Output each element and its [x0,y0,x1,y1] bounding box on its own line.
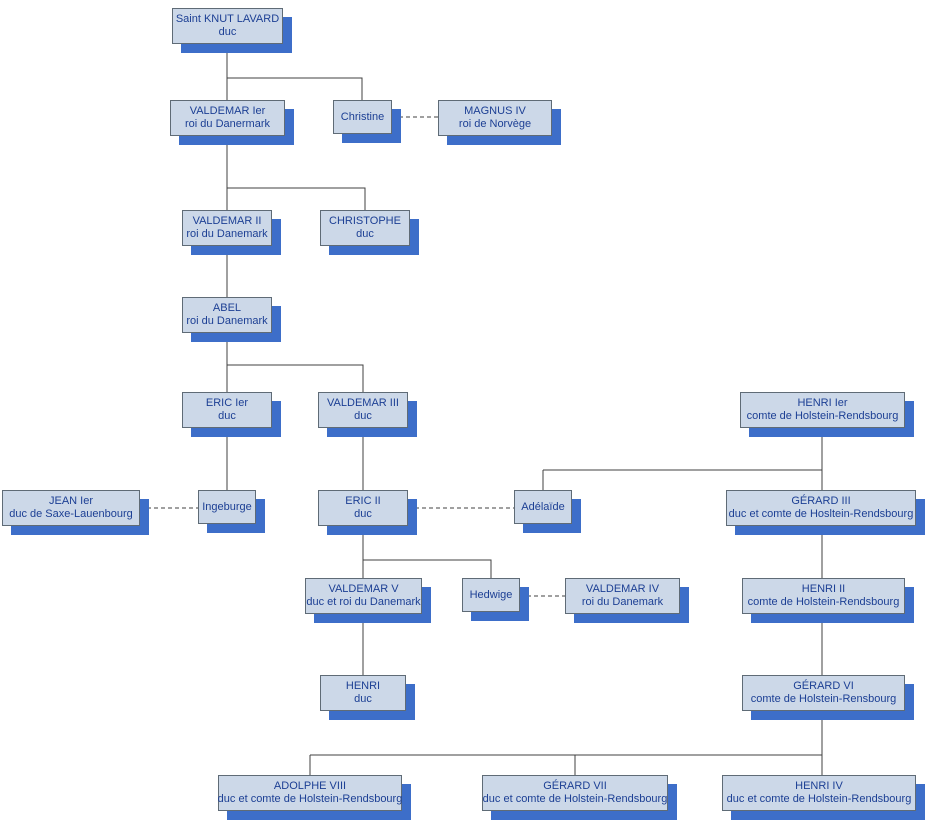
person-name: VALDEMAR IV [585,583,660,595]
person-title: duc [218,410,236,422]
person-title: comte de Holstein-Rendsbourg [746,410,899,422]
person-name: ERIC Ier [205,397,249,409]
person-name: VALDEMAR II [192,215,262,227]
person-title: duc et roi du Danemark [306,596,421,608]
person-title: roi du Danemark [186,228,268,240]
person-title: roi de Norvège [458,118,532,130]
person-name: VALDEMAR Ier [189,105,266,117]
node-knut-lavard[interactable]: Saint KNUT LAVARD duc [172,8,283,44]
person-title: duc [354,508,372,520]
person-name: HENRI II [801,583,846,595]
person-name: GÉRARD VII [543,780,607,792]
node-adolphe-8[interactable]: ADOLPHE VIII duc et comte de Holstein-Re… [218,775,402,811]
person-name: Christine [340,110,385,123]
connector-henri1-to-children [542,428,823,490]
node-eric-1[interactable]: ERIC Ier duc [182,392,272,428]
person-name: Adélaïde [521,500,565,513]
person-name: Saint KNUT LAVARD [175,13,280,25]
person-title: duc [356,228,374,240]
node-valdemar-1[interactable]: VALDEMAR Ier roi du Danermark [170,100,285,136]
node-henri-1[interactable]: HENRI Ier comte de Holstein-Rendsbourg [740,392,905,428]
node-valdemar-4[interactable]: VALDEMAR IV roi du Danemark [565,578,680,614]
person-title: comte de Holstein-Rendsbourg [747,596,900,608]
node-valdemar-2[interactable]: VALDEMAR II roi du Danemark [182,210,272,246]
person-title: comte de Holstein-Rensbourg [750,693,897,705]
person-name: Hedwige [469,588,513,601]
person-name: VALDEMAR III [327,397,399,409]
person-title: roi du Danemark [581,596,664,608]
node-hedwige[interactable]: Hedwige [462,578,520,612]
node-henri-2[interactable]: HENRI II comte de Holstein-Rendsbourg [742,578,905,614]
person-name: Ingeburge [202,500,252,513]
connector-eric2-to-hedwige [363,559,492,578]
person-name: JEAN Ier [48,495,93,507]
person-title: duc et comte de Holstein-Rendsbourg [217,793,403,805]
node-gerard-6[interactable]: GÉRARD VI comte de Holstein-Rensbourg [742,675,905,711]
person-name: GÉRARD VI [793,680,854,692]
node-henri[interactable]: HENRI duc [320,675,406,711]
node-magnus-4[interactable]: MAGNUS IV roi de Norvège [438,100,552,136]
person-title: duc [218,26,237,38]
connector-valdemar1-to-christophe [227,187,366,210]
person-title: duc [354,410,372,422]
person-name: VALDEMAR V [328,583,399,595]
node-christophe[interactable]: CHRISTOPHE duc [320,210,410,246]
person-name: HENRI IV [795,780,843,792]
person-title: duc de Saxe-Lauenbourg [9,508,133,520]
node-henri-4[interactable]: HENRI IV duc et comte de Holstein-Rendsb… [722,775,916,811]
person-title: duc et comte de Hosltein-Rendsbourg [728,508,914,520]
person-name: GÉRARD III [791,495,851,507]
person-name: ABEL [212,302,242,314]
person-title: duc [354,693,372,705]
person-name: MAGNUS IV [464,105,526,117]
node-valdemar-3[interactable]: VALDEMAR III duc [318,392,408,428]
node-gerard-7[interactable]: GÉRARD VII duc et comte de Holstein-Rend… [482,775,668,811]
node-ingeburge[interactable]: Ingeburge [198,490,256,524]
node-christine[interactable]: Christine [333,100,392,134]
person-title: roi du Danermark [185,118,270,130]
person-name: ERIC II [345,495,381,507]
person-name: HENRI Ier [797,397,848,409]
node-jean-1[interactable]: JEAN Ier duc de Saxe-Lauenbourg [2,490,140,526]
connector-knut-to-christine [227,77,363,100]
person-name: HENRI [345,680,381,692]
node-eric-2[interactable]: ERIC II duc [318,490,408,526]
connector-abel-to-valdemar3 [227,364,364,392]
person-title: duc et comte de Holstein-Rendsbourg [482,793,668,805]
person-title: roi du Danemark [186,315,268,327]
person-title: duc et comte de Holstein-Rendsbourg [726,793,912,805]
person-name: CHRISTOPHE [329,215,401,227]
node-gerard-3[interactable]: GÉRARD III duc et comte de Hosltein-Rend… [726,490,916,526]
person-name: ADOLPHE VIII [273,780,347,792]
node-valdemar-5[interactable]: VALDEMAR V duc et roi du Danemark [305,578,422,614]
connector-gerard6-to-children [309,711,823,775]
node-abel[interactable]: ABEL roi du Danemark [182,297,272,333]
node-adelaide[interactable]: Adélaïde [514,490,572,524]
